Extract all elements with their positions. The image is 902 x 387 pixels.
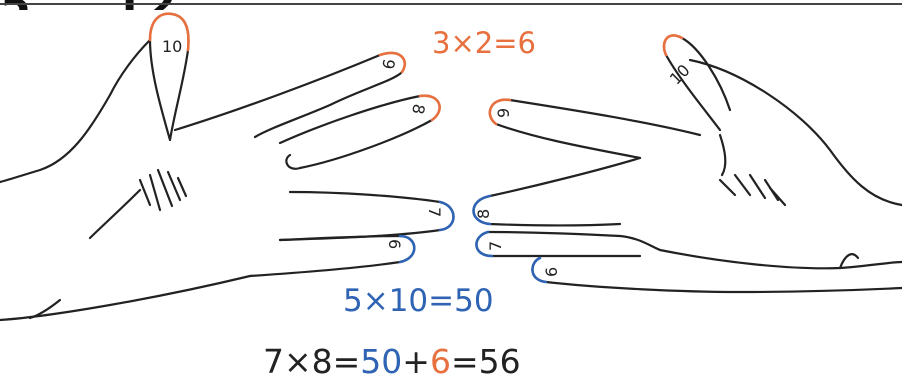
result-equation-units: 6 bbox=[430, 342, 451, 381]
result-equation: 7×8=50+6=56 bbox=[263, 342, 521, 381]
result-equation-plus: + bbox=[402, 342, 430, 381]
left-middle-label: 8 bbox=[408, 102, 428, 115]
right-thumb-label: 10 bbox=[666, 61, 694, 89]
blue-fingertips bbox=[400, 196, 546, 282]
result-equation-total: =56 bbox=[451, 342, 521, 381]
right-pinky-label: 6 bbox=[542, 267, 561, 277]
left-ring-label: 7 bbox=[425, 207, 444, 217]
right-index-label: 9 bbox=[494, 108, 513, 118]
right-ring-label: 7 bbox=[486, 241, 505, 251]
result-equation-tens: 50 bbox=[360, 342, 402, 381]
left-pinky-label: 6 bbox=[385, 239, 404, 249]
tens-sum-equation: 5×10=50 bbox=[343, 283, 494, 319]
tens-product-equation: 3×2=6 bbox=[432, 26, 536, 60]
left-thumb-label: 10 bbox=[162, 37, 182, 56]
finger-labels: 10 9 8 7 6 10 9 8 7 6 bbox=[162, 37, 694, 277]
left-index-label: 9 bbox=[378, 57, 398, 70]
right-middle-label: 8 bbox=[474, 209, 493, 219]
result-equation-lhs: 7×8= bbox=[263, 342, 360, 381]
